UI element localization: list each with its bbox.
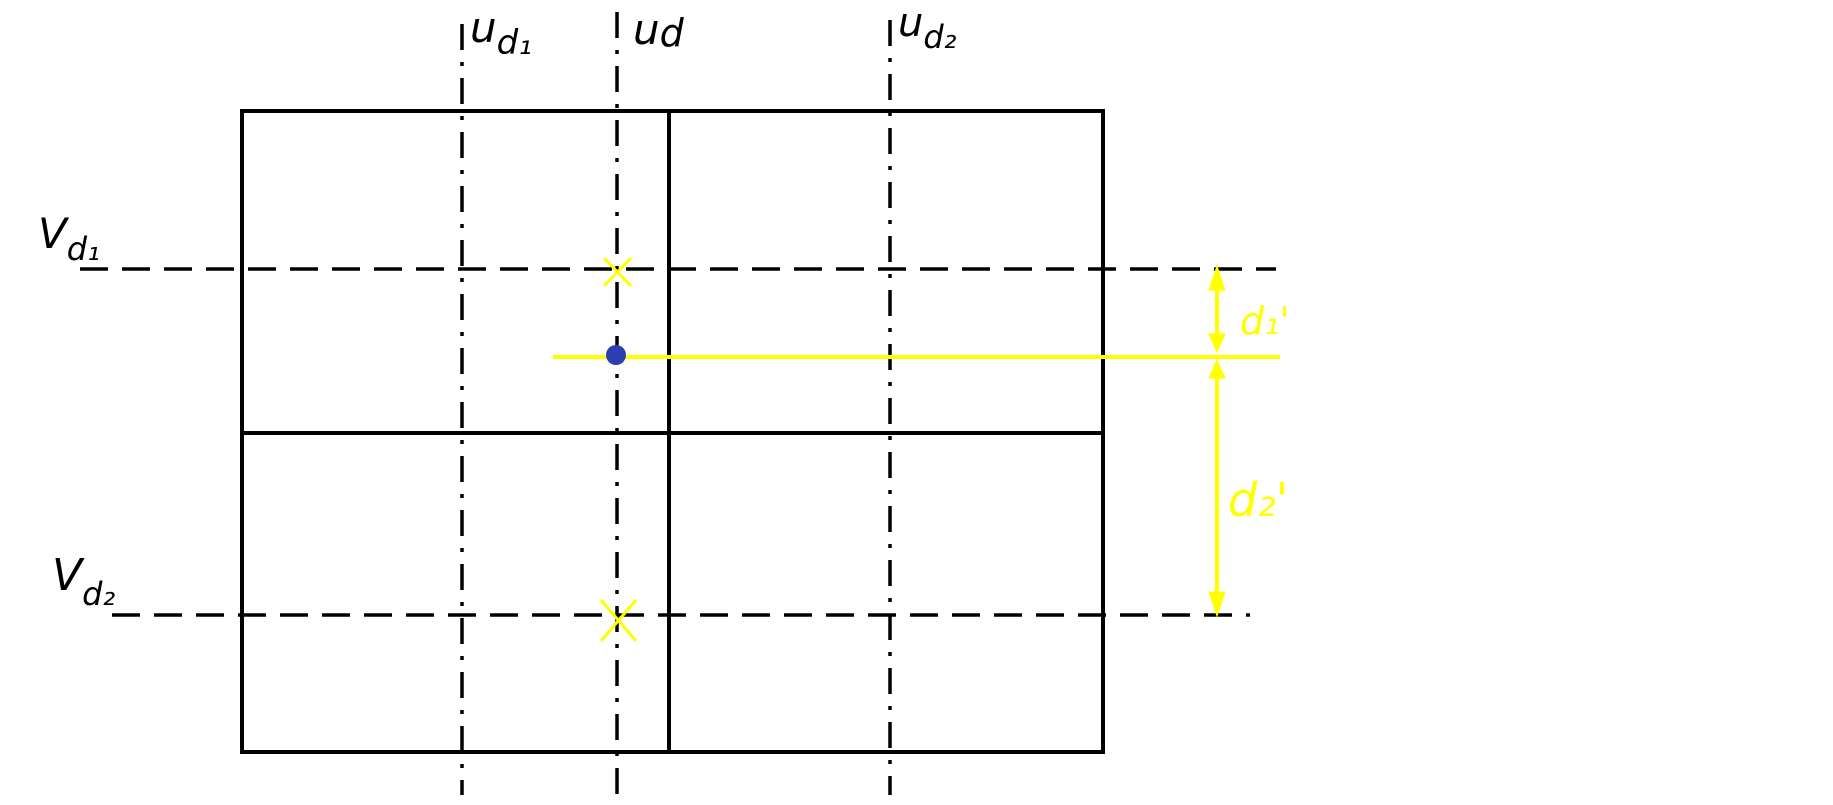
label-u-d1: ud₁ <box>470 3 532 63</box>
d2-arrow-head-bottom <box>1208 591 1226 618</box>
horizontal-sample-lines <box>80 267 1276 617</box>
vertical-sample-lines <box>460 12 892 795</box>
x-marker-bottom <box>599 599 638 642</box>
intersection-markers <box>599 256 638 642</box>
x-marker-top <box>602 256 633 288</box>
d2-arrow-head-top <box>1208 358 1226 379</box>
label-u-d: ud <box>633 5 685 55</box>
black-labels: ud₁ ud ud₂ Vd₁ Vd₂ <box>38 0 957 613</box>
yellow-labels: d₁' d₂' <box>1228 299 1290 527</box>
pixel-grid <box>240 109 1105 754</box>
label-v-d1: Vd₁ <box>38 209 100 268</box>
sample-point <box>606 345 626 365</box>
label-d2-prime: d₂' <box>1228 473 1288 527</box>
label-v-d2: Vd₂ <box>52 550 115 613</box>
label-d1-prime: d₁' <box>1240 299 1290 343</box>
distance-arrows <box>1208 264 1226 618</box>
d1-arrow-head-bottom <box>1208 333 1226 354</box>
d1-arrow-head-top <box>1208 264 1226 291</box>
label-u-d2: ud₂ <box>898 0 957 56</box>
